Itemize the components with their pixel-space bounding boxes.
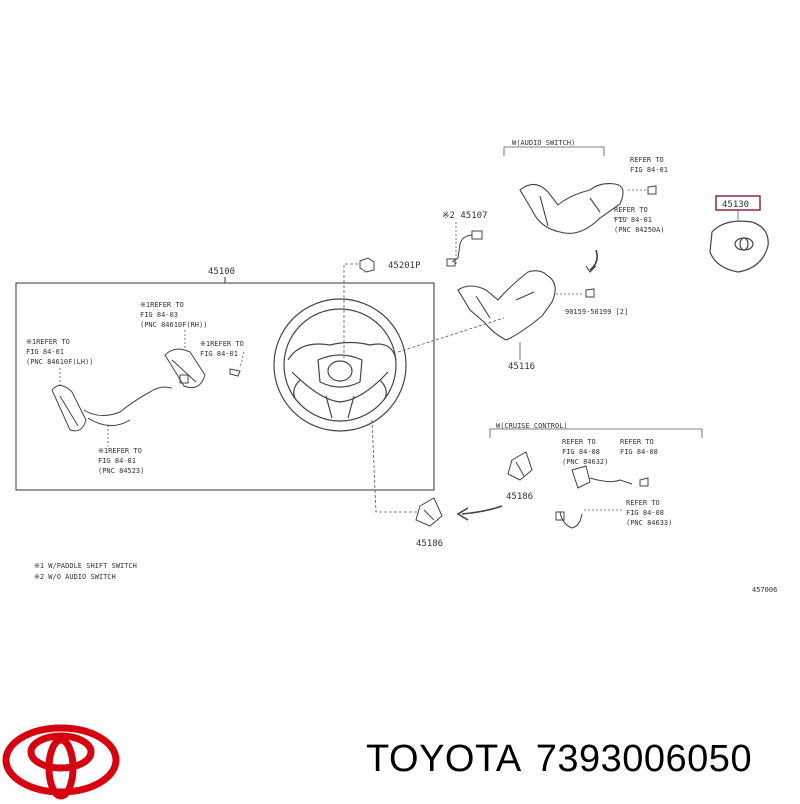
refer-paddle-rh-2: FIG 84-03	[140, 311, 178, 319]
cover-clip-lower	[415, 497, 443, 527]
refer-audio-2a: REFER TO	[614, 206, 648, 214]
steering-wheel-group-frame	[15, 277, 435, 491]
refer-paddle-rh-1: ※1REFER TO	[140, 301, 184, 309]
part-label-pad: 45130	[722, 200, 749, 210]
refer-cruise-wire-1: REFER TO	[626, 499, 660, 507]
group-label-cruise: W(CRUISE CONTROL)	[496, 422, 568, 430]
paddle-switch-lh	[51, 385, 173, 432]
part-label-lower-cover: 45116	[508, 362, 535, 372]
refer-paddle-screw-2: FIG 84-01	[200, 350, 238, 358]
cruise-switch-bracket	[507, 451, 533, 481]
refer-audio-1b: FIG 84-01	[630, 166, 668, 174]
part-label-screw: 90159-50199 [2]	[565, 308, 628, 316]
cruise-screw	[639, 477, 649, 487]
refer-paddle-lh-2: FIG 84-01	[26, 348, 64, 356]
horn-pad	[709, 220, 769, 273]
refer-paddle-wire-2: FIG 84-01	[98, 457, 136, 465]
refer-cruise-wire-2: FIG 84-08	[626, 509, 664, 517]
audio-screw	[647, 185, 657, 195]
refer-cruise-switch-3: (PNC 84632)	[562, 458, 608, 466]
note-1: ※1 W/PADDLE SHIFT SWITCH	[34, 562, 137, 570]
wire-45107	[446, 230, 483, 267]
part-label-wire: ※2 45107	[442, 211, 487, 221]
part-number: 7393006050	[535, 738, 753, 780]
refer-paddle-rh-3: (PNC 84610F(RH))	[140, 321, 207, 329]
lower-screw	[585, 288, 595, 298]
toyota-logo	[2, 724, 120, 800]
brand-name: TOYOTA	[366, 738, 522, 780]
refer-paddle-lh-3: (PNC 84610F(LH))	[26, 358, 93, 366]
part-label-clip: 45186	[506, 492, 533, 502]
group-label-audio: W(AUDIO SWITCH)	[512, 139, 575, 147]
refer-cruise-wire-3: (PNC 84633)	[626, 519, 672, 527]
refer-cruise-switch-1: REFER TO	[562, 438, 596, 446]
paddle-screw	[229, 368, 241, 377]
refer-cruise-switch-2: FIG 84-08	[562, 448, 600, 456]
refer-audio-1a: REFER TO	[630, 156, 664, 164]
refer-paddle-screw-1: ※1REFER TO	[200, 340, 244, 348]
diagram-code: 457006	[752, 586, 777, 594]
refer-paddle-lh-1: ※1REFER TO	[26, 338, 70, 346]
steering-cover-upper	[519, 183, 624, 273]
refer-audio-2c: (PNC 84250A)	[614, 226, 665, 234]
cruise-switch	[555, 465, 633, 529]
refer-cruise-screw-1: REFER TO	[620, 438, 654, 446]
move-arrow	[461, 505, 503, 515]
steering-cover-lower	[457, 270, 556, 341]
refer-audio-2b: FIG 84-01	[614, 216, 652, 224]
brand-text: TOYOTA 7393006050	[366, 740, 752, 778]
part-label-steering-wheel: 45100	[208, 267, 235, 277]
steering-wheel	[273, 298, 407, 432]
refer-paddle-wire-3: (PNC 84523)	[98, 467, 144, 475]
refer-paddle-wire-1: ※1REFER TO	[98, 447, 142, 455]
note-2: ※2 W/O AUDIO SWITCH	[34, 573, 116, 581]
bolt-45201p	[359, 257, 375, 273]
part-label-bolt: 45201P	[388, 261, 421, 271]
paddle-switch-rh	[164, 348, 206, 389]
refer-cruise-screw-2: FIG 84-08	[620, 448, 658, 456]
part-label-clip-2: 45186	[416, 539, 443, 549]
move-arrow-head	[456, 507, 469, 521]
